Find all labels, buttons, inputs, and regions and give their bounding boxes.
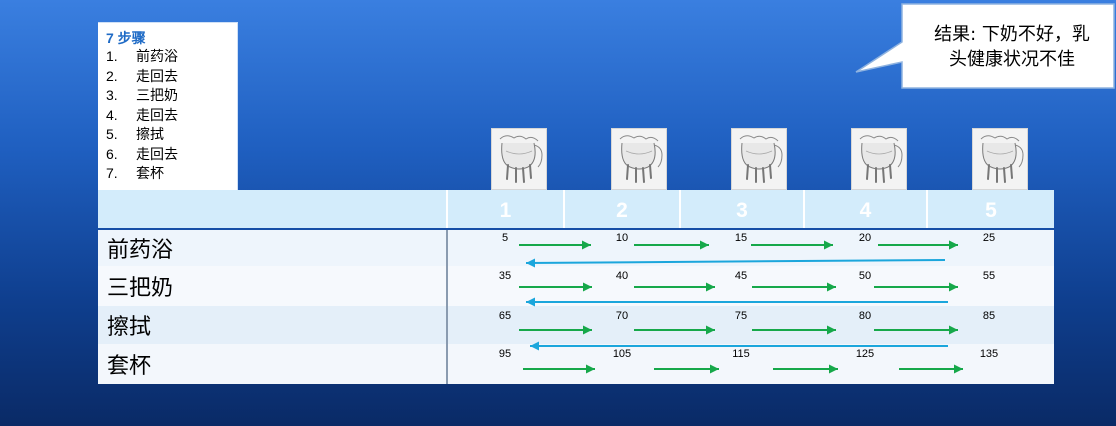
cell-value: 40 [615,270,629,282]
step-label: 走回去 [136,145,178,162]
cow-udder-icon [851,128,907,190]
cell-value: 55 [982,270,996,282]
cell-value: 135 [979,348,999,360]
step-number: 5. [106,126,118,142]
cell-value: 95 [498,348,512,360]
step-number: 7. [106,165,118,181]
cell-value: 65 [498,310,512,322]
cell-value: 45 [734,270,748,282]
callout-bubble-shape [855,3,1115,89]
table-row: 前药浴 [98,230,1054,266]
header-divider [926,190,928,228]
column-header: 4 [859,199,872,222]
step-number: 3. [106,87,118,103]
callout-line-1: 结果: 下奶不好，乳 [934,24,1090,45]
step-label: 走回去 [136,67,178,84]
cell-value: 15 [734,232,748,244]
cell-value: 80 [858,310,872,322]
cell-value: 25 [982,232,996,244]
table-row: 套杯 [98,344,1054,384]
cell-value: 50 [858,270,872,282]
header-divider [679,190,681,228]
result-callout: 结果: 下奶不好，乳 头健康状况不佳 [850,0,1116,92]
cell-value: 70 [615,310,629,322]
table-header-row: 1 2 3 4 5 [98,190,1054,228]
cell-value: 5 [501,232,509,244]
step-item: 1. 前药浴 [106,47,237,67]
step-number: 1. [106,48,118,64]
step-label: 走回去 [136,106,178,123]
cell-value: 115 [732,348,750,360]
cow-udder-icon [972,128,1028,190]
column-header: 2 [616,199,628,222]
row-label: 套杯 [107,353,152,378]
header-divider [563,190,565,228]
step-item: 3. 三把奶 [106,86,237,106]
cell-value: 75 [734,310,748,322]
cell-value: 125 [855,348,875,360]
steps-title: 7 步骤 [106,30,146,46]
step-label: 套杯 [136,165,164,181]
step-item: 2. 走回去 [106,67,237,87]
row-label: 擦拭 [107,314,152,339]
step-number: 6. [106,145,118,162]
cell-value: 35 [498,270,512,282]
header-divider [446,190,448,228]
column-header: 3 [736,199,748,222]
row-label: 三把奶 [107,275,174,300]
label-column-divider [446,230,448,384]
cow-udder-icon [611,128,667,190]
steps-list-panel: 7 步骤 1.前药浴 2.走回去 3.三把奶 4.走回去 5.擦拭 6.走回去 … [98,22,238,190]
cell-value: 85 [982,310,996,322]
cell-value: 105 [612,348,632,360]
table-row: 擦拭 [98,306,1054,344]
step-item: 6. 走回去 [106,145,237,165]
callout-text: 结果: 下奶不好，乳 头健康状况不佳 [908,22,1116,72]
step-number: 2. [106,67,118,84]
column-header: 5 [985,199,997,222]
step-item: 4. 走回去 [106,106,237,126]
table-row: 三把奶 [98,266,1054,306]
step-item: 7. 套杯 [106,164,237,184]
cow-udder-icon [731,128,787,190]
row-label: 前药浴 [107,237,174,262]
step-label: 三把奶 [136,87,178,103]
step-number: 4. [106,106,118,123]
column-header: 1 [499,199,512,222]
step-label: 前药浴 [136,48,178,64]
cow-udder-icon [491,128,547,190]
step-label: 擦拭 [136,126,164,142]
callout-line-2: 头健康状况不佳 [949,49,1075,70]
step-item: 5. 擦拭 [106,125,237,145]
cell-value: 20 [858,232,872,244]
cell-value: 10 [615,232,629,244]
header-divider [803,190,805,228]
